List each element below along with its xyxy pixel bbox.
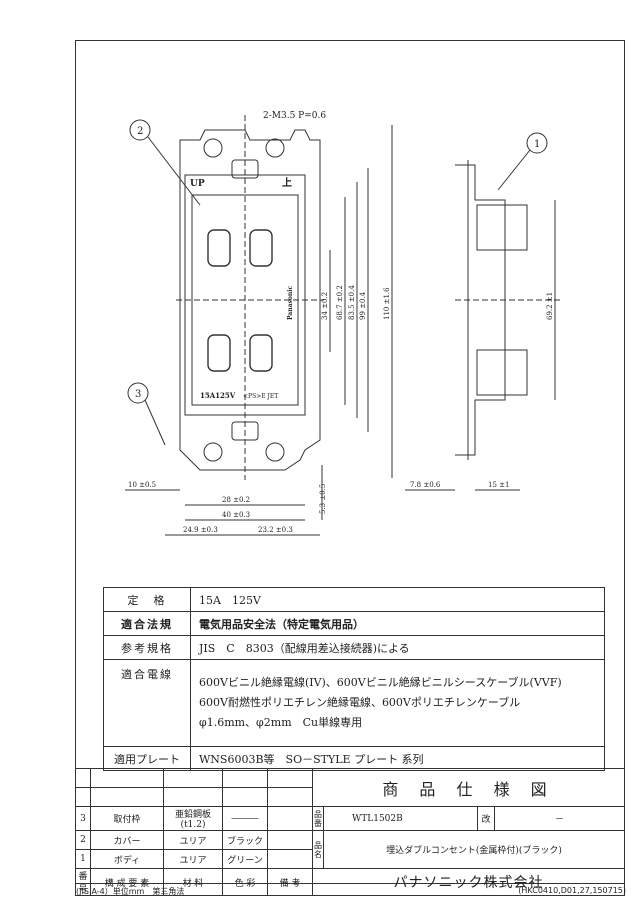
side-view-outline (455, 164, 506, 456)
spec-label: 参考規格 (103, 635, 191, 660)
header-row: 番号 構 成 要 素 材 料 色 彩 備 考 パナソニック株式会社 (75, 868, 625, 896)
brand-mark: Panasonic (287, 285, 294, 320)
table-row: 2 カバー ユリア ブラック 品名 埋込ダブルコンセント(金属枠付)(ブラック) (75, 830, 625, 869)
rating-mark: 15A125V (200, 391, 236, 400)
front-frame-outline (179, 129, 321, 471)
spec-row: 適合法規 電気用品安全法（特定電気用品） (103, 611, 605, 636)
svg-text:3: 3 (135, 389, 141, 400)
cert-marks: <PS>E JET (243, 393, 278, 400)
spec-label: 定 格 (103, 587, 191, 612)
spec-label: 適合法規 (103, 611, 191, 636)
svg-text:5.3 ±0.5: 5.3 ±0.5 (319, 484, 327, 514)
up-mark-jp: 上 (282, 176, 292, 189)
document-title: 商 品 仕 様 図 (312, 768, 625, 807)
spec-row: 参考規格 JIS C 8303（配線用差込接続器)による (103, 635, 605, 660)
footer-code: (HKC0410,D01,27,150715) (518, 886, 626, 895)
svg-text:83.5 ±0.4: 83.5 ±0.4 (348, 285, 356, 320)
svg-text:7.8 ±0.6: 7.8 ±0.6 (410, 481, 441, 489)
balloon-2 (129, 119, 151, 141)
svg-text:24.9 ±0.3: 24.9 ±0.3 (183, 526, 218, 534)
svg-text:110 ±1.6: 110 ±1.6 (383, 287, 391, 320)
svg-text:34 ±0.2: 34 ±0.2 (321, 292, 329, 320)
spec-table: 定 格 15A 125V 適合法規 電気用品安全法（特定電気用品） 参考規格 J… (103, 587, 605, 771)
svg-text:28 ±0.2: 28 ±0.2 (222, 496, 250, 504)
svg-text:15 ±1: 15 ±1 (488, 481, 509, 489)
title-block: 商 品 仕 様 図 3 取付枠 亜鉛鋼板(t1.2) ――― 品番 WTL150… (75, 768, 625, 896)
svg-text:99 ±0.4: 99 ±0.4 (359, 291, 367, 320)
screw-spec-label: 2-M3.5 P=0.6 (263, 111, 326, 121)
spec-row: 適用プレート WNS6003B等 SO－STYLE プレート 系列 (103, 746, 605, 771)
spec-value: WNS6003B等 SO－STYLE プレート 系列 (190, 746, 605, 771)
table-row: 1 ボディ ユリア グリーン (75, 849, 625, 869)
spec-label: 適用プレート (103, 746, 191, 771)
spec-row: 定 格 15A 125V (103, 587, 605, 612)
spec-value: 15A 125V (190, 587, 605, 612)
spec-value: 600Vビニル絶縁電線(IV)、600Vビニル絶縁ビニルシースケーブル(VVF)… (190, 659, 605, 747)
product-code: WTL1502B (323, 806, 478, 831)
up-mark: UP (190, 179, 205, 189)
balloon-3 (127, 382, 149, 404)
svg-text:40 ±0.3: 40 ±0.3 (222, 511, 250, 519)
svg-text:2: 2 (137, 126, 143, 137)
svg-text:23.2 ±0.3: 23.2 ±0.3 (258, 526, 293, 534)
table-row: 3 取付枠 亜鉛鋼板(t1.2) ――― 品番 WTL1502B 改 － (75, 806, 625, 831)
spec-row: 適合電線 600Vビニル絶縁電線(IV)、600Vビニル絶縁ビニルシースケーブル… (103, 659, 605, 747)
svg-text:68.7 ±0.2: 68.7 ±0.2 (336, 285, 344, 320)
spec-label: 適合電線 (103, 659, 191, 747)
svg-text:10 ±0.5: 10 ±0.5 (128, 481, 156, 489)
product-name: 埋込ダブルコンセント(金属枠付)(ブラック) (323, 830, 625, 869)
spec-value: JIS C 8303（配線用差込接続器)による (190, 635, 605, 660)
svg-text:69.2 ±1: 69.2 ±1 (546, 292, 554, 320)
balloon-1 (526, 132, 548, 154)
spec-value: 電気用品安全法（特定電気用品） (190, 611, 605, 636)
company-name: パナソニック株式会社 (312, 868, 625, 896)
svg-text:1: 1 (534, 139, 540, 150)
footer-note: (JIS A-4）単位mm 第三角法 (76, 887, 185, 896)
